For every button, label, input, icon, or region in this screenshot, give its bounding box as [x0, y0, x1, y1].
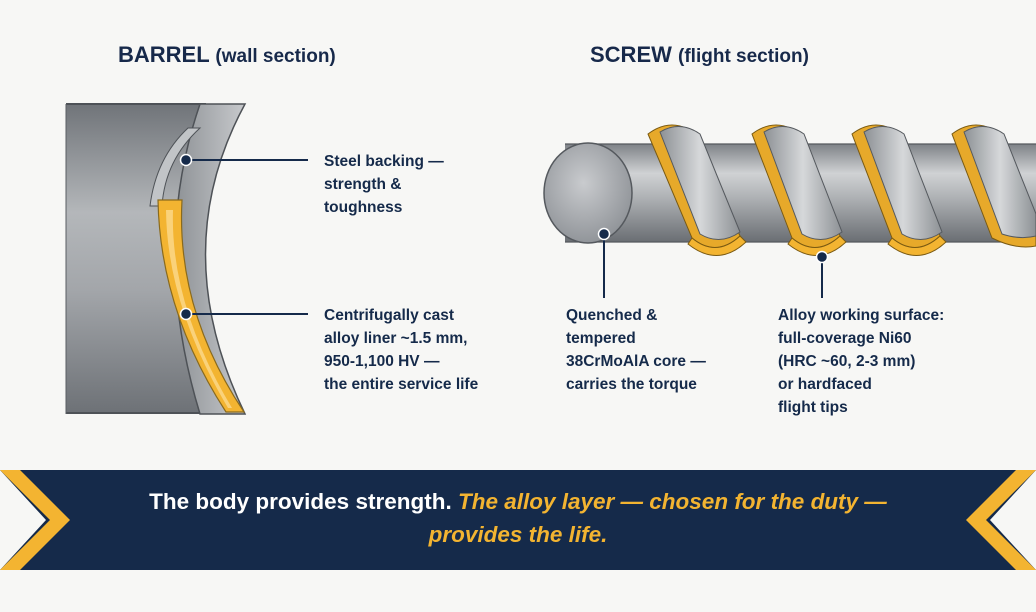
steel-backing-marker [179, 153, 193, 167]
screw-illustration [543, 124, 1036, 298]
banner-accent-line2: provides the life. [428, 522, 608, 547]
barrel-title: BARREL [118, 42, 210, 67]
barrel-illustration [65, 103, 308, 415]
barrel-heading: BARREL (wall section) [118, 42, 336, 68]
summary-banner [0, 470, 1036, 570]
screw-title: SCREW [590, 42, 672, 67]
left-chevron-icon [0, 470, 70, 570]
working-surface-label: Alloy working surface: full-coverage Ni6… [778, 307, 945, 416]
working-surface-marker [815, 250, 829, 264]
right-chevron-icon [966, 470, 1036, 570]
screw-end-face [543, 142, 633, 244]
alloy-liner-marker [179, 307, 193, 321]
barrel-alloy-liner [157, 199, 246, 413]
banner-text: The body provides strength. The alloy la… [0, 485, 1036, 551]
banner-statement: The body provides strength. [149, 489, 452, 514]
screw-heading: SCREW (flight section) [590, 42, 809, 68]
screw-subtitle: (flight section) [678, 46, 809, 67]
banner-ribbon [0, 470, 1036, 570]
alloy-liner-label: Centrifugally cast alloy liner ~1.5 mm, … [324, 307, 479, 393]
core-label: Quenched & tempered 38CrMoAlA core — car… [566, 307, 706, 393]
banner-accent-line1: The alloy layer — chosen for the duty — [457, 489, 887, 514]
cross-section-illustration [65, 103, 1036, 415]
barrel-subtitle: (wall section) [215, 46, 336, 67]
core-marker [597, 227, 611, 241]
steel-backing-label: Steel backing — strength & toughness [324, 153, 444, 216]
